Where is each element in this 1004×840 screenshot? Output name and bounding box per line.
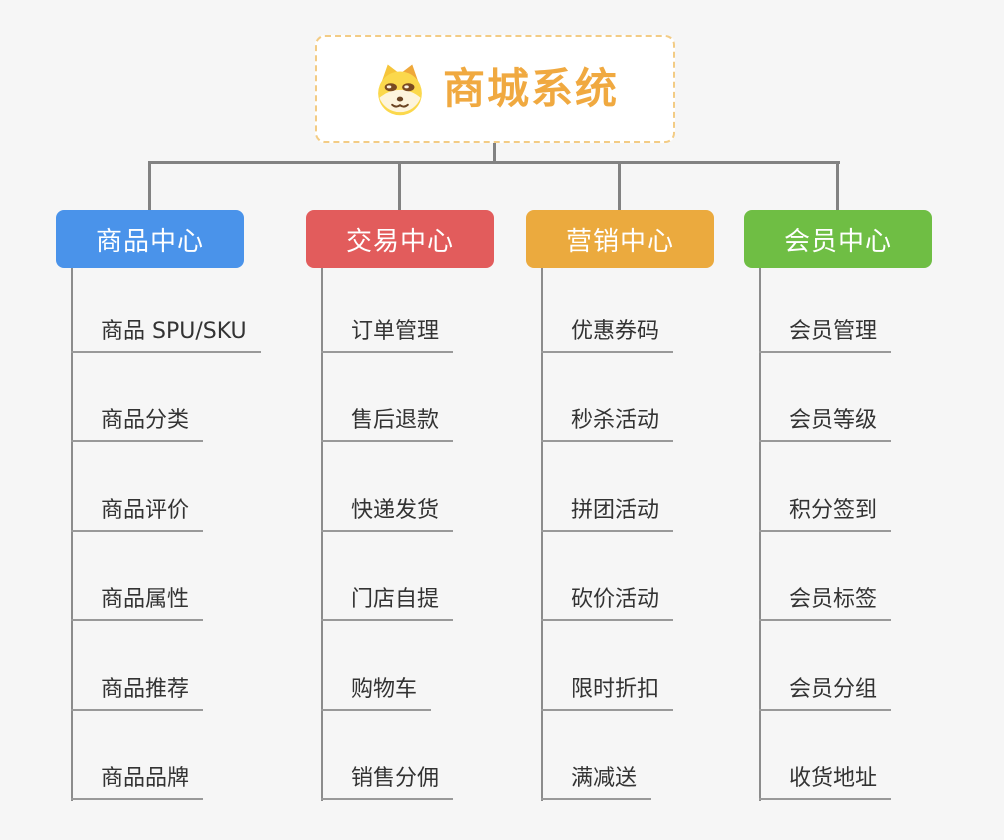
leaf-node[interactable]: 会员分组 bbox=[759, 677, 892, 711]
leaf-node[interactable]: 商品属性 bbox=[71, 587, 204, 621]
branch-node-product-center[interactable]: 商品中心 bbox=[56, 210, 244, 268]
leaf-node[interactable]: 会员管理 bbox=[759, 319, 892, 353]
connector-drop-product bbox=[148, 162, 151, 210]
connector-drop-marketing bbox=[618, 162, 621, 210]
connector-root-stem bbox=[493, 143, 496, 163]
leaf-node[interactable]: 商品品牌 bbox=[71, 766, 204, 800]
leaf-node[interactable]: 商品 SPU/SKU bbox=[71, 319, 261, 353]
leaf-node[interactable]: 售后退款 bbox=[321, 408, 454, 442]
leaf-node[interactable]: 订单管理 bbox=[321, 319, 454, 353]
branch-node-trade-center[interactable]: 交易中心 bbox=[306, 210, 494, 268]
doge-icon bbox=[378, 64, 422, 116]
leaf-node[interactable]: 积分签到 bbox=[759, 498, 892, 532]
root-node-mall-system[interactable]: 商城系统 bbox=[315, 35, 675, 143]
leaf-node[interactable]: 优惠券码 bbox=[541, 319, 674, 353]
leaf-node[interactable]: 购物车 bbox=[321, 677, 432, 711]
leaf-node[interactable]: 门店自提 bbox=[321, 587, 454, 621]
leaf-node[interactable]: 限时折扣 bbox=[541, 677, 674, 711]
connector-drop-member bbox=[836, 162, 839, 210]
connector-drop-trade bbox=[398, 162, 401, 210]
leaf-node[interactable]: 满减送 bbox=[541, 766, 652, 800]
trunk-marketing-center bbox=[541, 268, 543, 801]
leaf-node[interactable]: 快递发货 bbox=[321, 498, 454, 532]
connector-horizontal-bar bbox=[148, 161, 840, 164]
leaf-node[interactable]: 砍价活动 bbox=[541, 587, 674, 621]
branch-label: 商品中心 bbox=[95, 226, 204, 257]
leaf-node[interactable]: 会员等级 bbox=[759, 408, 892, 442]
leaf-node[interactable]: 销售分佣 bbox=[321, 766, 454, 800]
leaf-node[interactable]: 收货地址 bbox=[759, 766, 892, 800]
branch-node-marketing-center[interactable]: 营销中心 bbox=[526, 210, 714, 268]
root-title: 商城系统 bbox=[442, 64, 619, 113]
trunk-product-center bbox=[71, 268, 73, 801]
leaf-node[interactable]: 会员标签 bbox=[759, 587, 892, 621]
trunk-member-center bbox=[759, 268, 761, 801]
leaf-node[interactable]: 商品评价 bbox=[71, 498, 204, 532]
leaf-node[interactable]: 秒杀活动 bbox=[541, 408, 674, 442]
branch-label: 交易中心 bbox=[345, 226, 454, 257]
leaf-node[interactable]: 商品推荐 bbox=[71, 677, 204, 711]
leaf-node[interactable]: 商品分类 bbox=[71, 408, 204, 442]
branch-label: 会员中心 bbox=[783, 226, 892, 257]
branch-node-member-center[interactable]: 会员中心 bbox=[744, 210, 932, 268]
leaf-node[interactable]: 拼团活动 bbox=[541, 498, 674, 532]
trunk-trade-center bbox=[321, 268, 323, 801]
branch-label: 营销中心 bbox=[565, 226, 674, 257]
